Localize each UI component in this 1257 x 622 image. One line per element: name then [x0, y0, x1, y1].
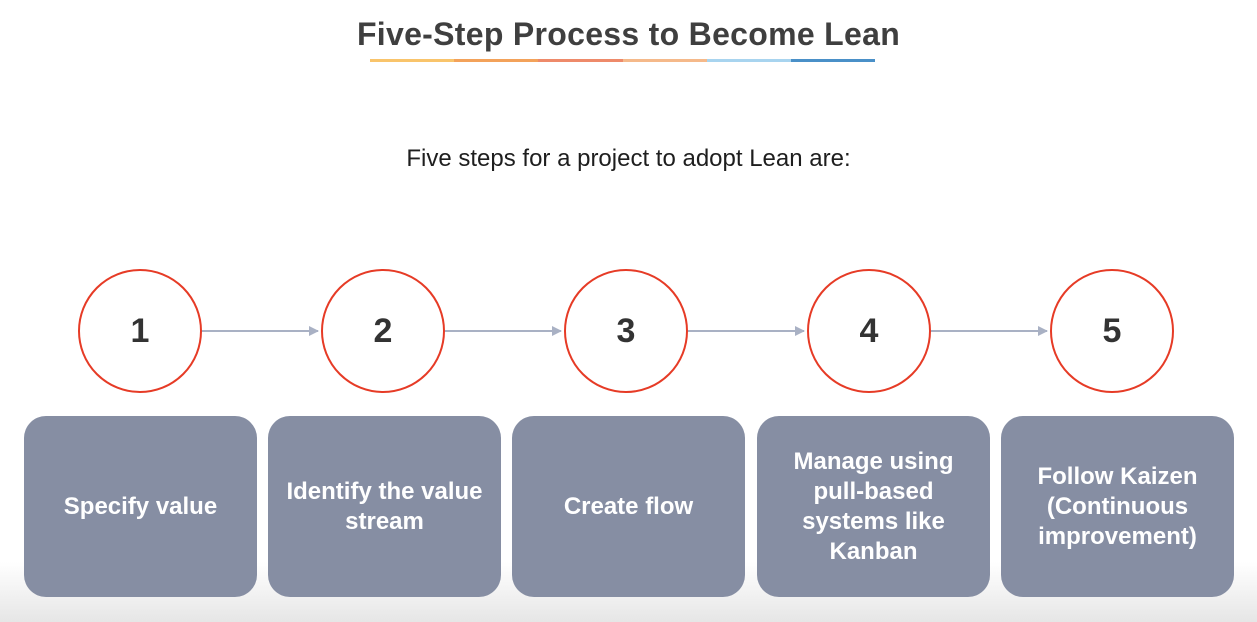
underline-segment [706, 59, 791, 62]
underline-segment [538, 59, 623, 62]
step-4-number: 4 [859, 311, 879, 350]
step-4-circle: 4 [807, 269, 931, 393]
step-5-circle: 5 [1050, 269, 1174, 393]
step-3-circle: 3 [564, 269, 688, 393]
step-5-label: Follow Kaizen (Continuous improvement) [1037, 462, 1198, 550]
page-title: Five-Step Process to Become Lean [356, 16, 901, 52]
step-2-box: Identify the value stream [268, 416, 501, 597]
step-3-number: 3 [616, 311, 636, 350]
step-3-label: Create flow [563, 492, 694, 520]
underline-segment [622, 59, 707, 62]
step-2-circle: 2 [321, 269, 445, 393]
step-1-circle: 1 [78, 269, 202, 393]
underline-segment [454, 59, 539, 62]
step-1-number: 1 [130, 311, 150, 350]
step-2-label: Identify the value stream [286, 477, 483, 535]
step-5-number: 5 [1102, 311, 1122, 350]
step-1-label: Specify value [63, 492, 218, 520]
underline-segment [790, 59, 876, 62]
step-4-box: Manage using pull-based systems like Kan… [757, 416, 990, 597]
step-2-number: 2 [373, 311, 393, 350]
step-1-box: Specify value [24, 416, 257, 597]
step-4-label: Manage using pull-based systems like Kan… [793, 447, 954, 565]
subtitle: Five steps for a project to adopt Lean a… [406, 145, 851, 172]
step-3-box: Create flow [512, 416, 745, 597]
step-5-box: Follow Kaizen (Continuous improvement) [1001, 416, 1234, 597]
underline-segment [370, 59, 455, 62]
title-underline [370, 59, 876, 62]
